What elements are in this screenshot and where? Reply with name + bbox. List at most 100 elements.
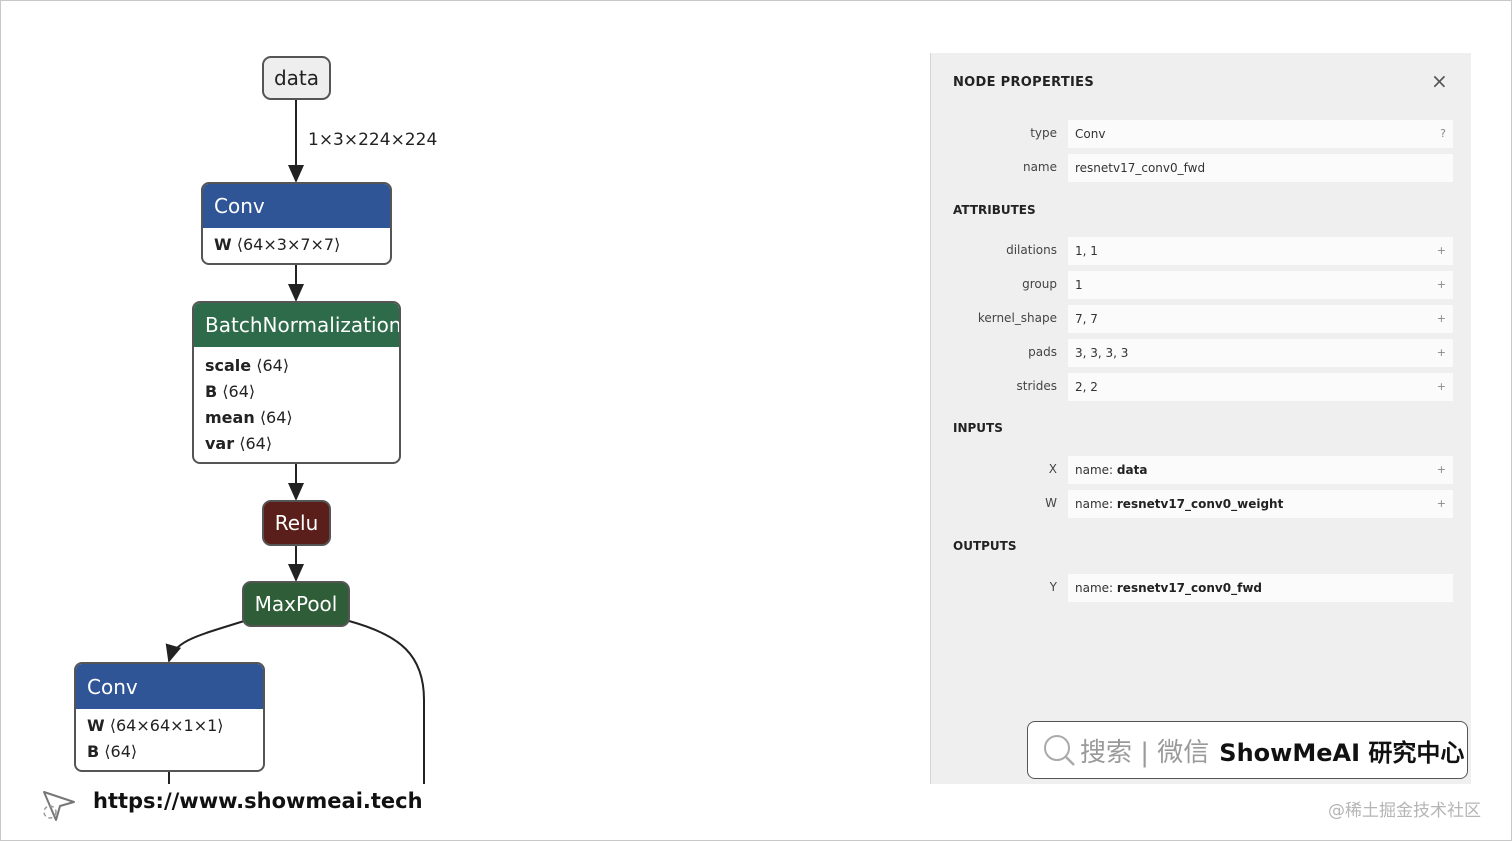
attribute-label: strides [1016,379,1057,393]
attribute-value[interactable]: 2, 2 + [1068,373,1453,401]
edge-maxpool-branch [348,620,425,784]
param-name: B [87,742,100,761]
param-name: W [87,716,105,735]
cursor-icon [43,791,75,821]
param-name: B [205,382,218,401]
attribute-row-dilations: dilations 1, 1 + [931,237,1472,265]
attribute-label: pads [1028,345,1057,359]
property-value: resnetv17_conv0_fwd [1075,161,1206,175]
expand-icon[interactable]: + [1436,244,1446,257]
footer-url-link[interactable]: https://www.showmeai.tech [93,789,423,813]
attribute-value-text: 7, 7 [1075,312,1098,326]
attribute-value[interactable]: 7, 7 + [1068,305,1453,333]
node-maxpool[interactable]: MaxPool [242,581,350,627]
expand-icon[interactable]: + [1436,312,1446,325]
param-name: W [214,235,232,254]
expand-icon[interactable]: + [1436,278,1446,291]
node-batchnorm-header: BatchNormalization [194,303,399,347]
node-conv-1-title: Conv [214,194,265,218]
property-name: name resnetv17_conv0_fwd [931,154,1472,182]
graph-edges [165,100,425,784]
node-param-row: W ⟨64×64×1×1⟩ [87,713,252,739]
attribute-label: kernel_shape [977,311,1057,325]
search-badge: 搜索 | 微信 ShowMeAI 研究中心 [1027,721,1468,779]
param-shape: ⟨64⟩ [239,434,273,453]
expand-icon[interactable]: + [1436,346,1446,359]
inputs-header: INPUTS [953,421,1003,435]
input-value[interactable]: name: data+ [1068,456,1453,484]
node-conv-1-header: Conv [203,184,390,228]
input-value[interactable]: name: resnetv17_conv0_weight + [1068,490,1453,518]
param-name: scale [205,356,252,375]
node-param-row: B ⟨64⟩ [205,379,388,405]
param-shape: ⟨64⟩ [222,382,256,401]
property-value: Conv [1075,127,1106,141]
output-name: resnetv17_conv0_fwd [1116,581,1262,595]
output-value[interactable]: name: resnetv17_conv0_fwd [1068,574,1453,602]
search-icon [1044,735,1075,766]
property-type-value[interactable]: Conv ? [1068,120,1453,148]
node-data-label: data [273,66,320,90]
attribute-value[interactable]: 3, 3, 3, 3 + [1068,339,1453,367]
param-shape: ⟨64×64×1×1⟩ [109,716,224,735]
attribute-value-text: 3, 3, 3, 3 [1075,346,1129,360]
node-batchnorm[interactable]: BatchNormalization scale ⟨64⟩ B ⟨64⟩ mea… [192,301,401,464]
node-param-row: var ⟨64⟩ [205,431,388,457]
edge-shape-label: 1×3×224×224 [308,130,438,150]
attributes-header: ATTRIBUTES [953,203,1036,217]
input-name: resnetv17_conv0_weight [1116,497,1284,511]
param-shape: ⟨64⟩ [259,408,293,427]
expand-icon[interactable]: + [1436,497,1446,510]
property-name-value[interactable]: resnetv17_conv0_fwd [1068,154,1453,182]
edge-maxpool-conv2 [165,620,245,663]
node-relu-label: Relu [274,511,319,535]
attribute-row-group: group 1+ [931,271,1472,299]
attribute-row-strides: strides 2, 2 + [931,373,1472,401]
node-conv-2[interactable]: Conv W ⟨64×64×1×1⟩ B ⟨64⟩ [74,662,265,772]
help-icon[interactable]: ? [1440,127,1446,140]
attribute-value[interactable]: 1+ [1068,271,1453,299]
input-label: X [1048,462,1057,476]
param-name: mean [205,408,255,427]
attribute-label: dilations [1006,243,1057,257]
node-param-row: B ⟨64⟩ [87,739,252,765]
param-shape: ⟨64⟩ [256,356,290,375]
property-label: type [1030,126,1057,140]
input-prefix: name: [1075,497,1117,511]
attribute-row-pads: pads 3, 3, 3, 3 + [931,339,1472,367]
param-shape: ⟨64⟩ [104,742,138,761]
attribute-value-text: 1, 1 [1075,244,1098,258]
node-conv-2-title: Conv [87,674,138,699]
expand-icon[interactable]: + [1436,463,1446,476]
node-properties-panel: NODE PROPERTIES × type Conv ? name resne… [930,53,1471,784]
input-row-w: W name: resnetv17_conv0_weight + [931,490,1472,518]
search-hint: 搜索 | 微信 [1080,737,1210,768]
input-label: W [1045,496,1057,510]
node-maxpool-label: MaxPool [254,592,338,616]
panel-title: NODE PROPERTIES [953,75,1094,90]
property-type: type Conv ? [931,120,1472,148]
node-param-row: scale ⟨64⟩ [205,353,388,379]
attribute-label: group [1022,277,1057,291]
output-prefix: name: [1075,581,1117,595]
node-conv-2-header: Conv [76,664,263,709]
node-batchnorm-title: BatchNormalization [205,313,401,337]
node-relu[interactable]: Relu [262,500,331,546]
param-shape: ⟨64×3×7×7⟩ [236,235,341,254]
node-param-row: mean ⟨64⟩ [205,405,388,431]
close-icon[interactable]: × [1431,69,1448,93]
attribute-value-text: 2, 2 [1075,380,1098,394]
output-row-y: Y name: resnetv17_conv0_fwd [931,574,1472,602]
output-label: Y [1049,580,1057,594]
property-label: name [1022,160,1057,174]
brand-name: ShowMeAI 研究中心 [1219,738,1465,767]
param-name: var [205,434,235,453]
attribute-row-kernel-shape: kernel_shape 7, 7 + [931,305,1472,333]
input-row-x: X name: data+ [931,456,1472,484]
expand-icon[interactable]: + [1436,380,1446,393]
attribute-value[interactable]: 1, 1 + [1068,237,1453,265]
outputs-header: OUTPUTS [953,539,1017,553]
node-conv-1[interactable]: Conv W ⟨64×3×7×7⟩ [201,182,392,265]
node-data[interactable]: data [262,56,331,100]
input-name: data [1116,463,1148,477]
